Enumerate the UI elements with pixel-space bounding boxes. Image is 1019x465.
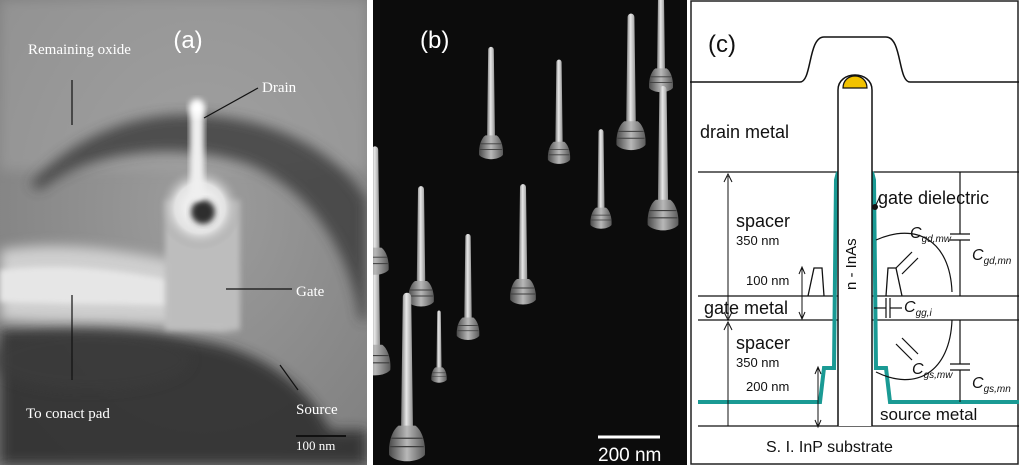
- spacer-bottom-label: spacer: [736, 333, 790, 353]
- capacitor-network: [874, 172, 970, 402]
- scale-bar-b-label: 200 nm: [598, 445, 661, 465]
- drain-metal-label: drain metal: [700, 122, 789, 142]
- spacer-top-label: spacer: [736, 211, 790, 231]
- substrate-label: S. I. InP substrate: [766, 439, 893, 456]
- panel-b-sem-array: (b) 200 nm: [373, 0, 687, 465]
- cgs-mn-label: Cgs,mn: [972, 375, 1011, 395]
- gate-dielectric-marker: [872, 204, 878, 210]
- dielectric-right: [870, 171, 1019, 404]
- cgg-i-label: Cgg,i: [904, 299, 932, 319]
- gate-metal-label: gate metal: [704, 298, 788, 318]
- to-contact-pad-label: To conact pad: [26, 406, 110, 422]
- gate-dielectric-label: gate dielectric: [878, 188, 989, 208]
- gold-catalyst: [842, 75, 868, 89]
- spacer-top-thickness: 350 nm: [736, 233, 779, 248]
- panel-b-image: (b) 200 nm: [373, 0, 687, 465]
- panel-b-tag: (b): [420, 27, 449, 54]
- cgs-mw-label: Cgs,mw: [912, 361, 953, 381]
- drain-label: Drain: [262, 80, 297, 96]
- nanowire-channel: [837, 74, 873, 426]
- source-recess-label: 200 nm: [746, 379, 789, 394]
- panel-c-diagram: (c) drain metal gate dielectric spacer 3…: [690, 0, 1019, 465]
- source-label: Source: [296, 402, 338, 418]
- dielectric-left: [698, 171, 840, 404]
- source-metal-label: source metal: [880, 405, 977, 424]
- channel-label: n - InAs: [843, 238, 860, 290]
- scale-bar-a-label: 100 nm: [296, 438, 335, 453]
- panel-c-schematic: (c) drain metal gate dielectric spacer 3…: [690, 0, 1019, 465]
- panel-a-sem-device: (a) Remaining oxide Drain Gate To conact…: [0, 0, 367, 465]
- drain-metal-contour: [690, 36, 1019, 83]
- source-leader: [279, 364, 299, 391]
- remaining-oxide-label: Remaining oxide: [28, 42, 131, 58]
- cgd-mw-label: Cgd,mw: [910, 225, 952, 245]
- gate-label: Gate: [296, 284, 325, 300]
- panel-a-image: (a) Remaining oxide Drain Gate To conact…: [0, 0, 367, 465]
- panel-a-tag: (a): [173, 27, 202, 54]
- cgd-mn-label: Cgd,mn: [972, 247, 1012, 267]
- gate-recess-label: 100 nm: [746, 273, 789, 288]
- spacer-bottom-thickness: 350 nm: [736, 355, 779, 370]
- panel-c-tag: (c): [708, 31, 736, 58]
- drain-leader: [203, 87, 259, 119]
